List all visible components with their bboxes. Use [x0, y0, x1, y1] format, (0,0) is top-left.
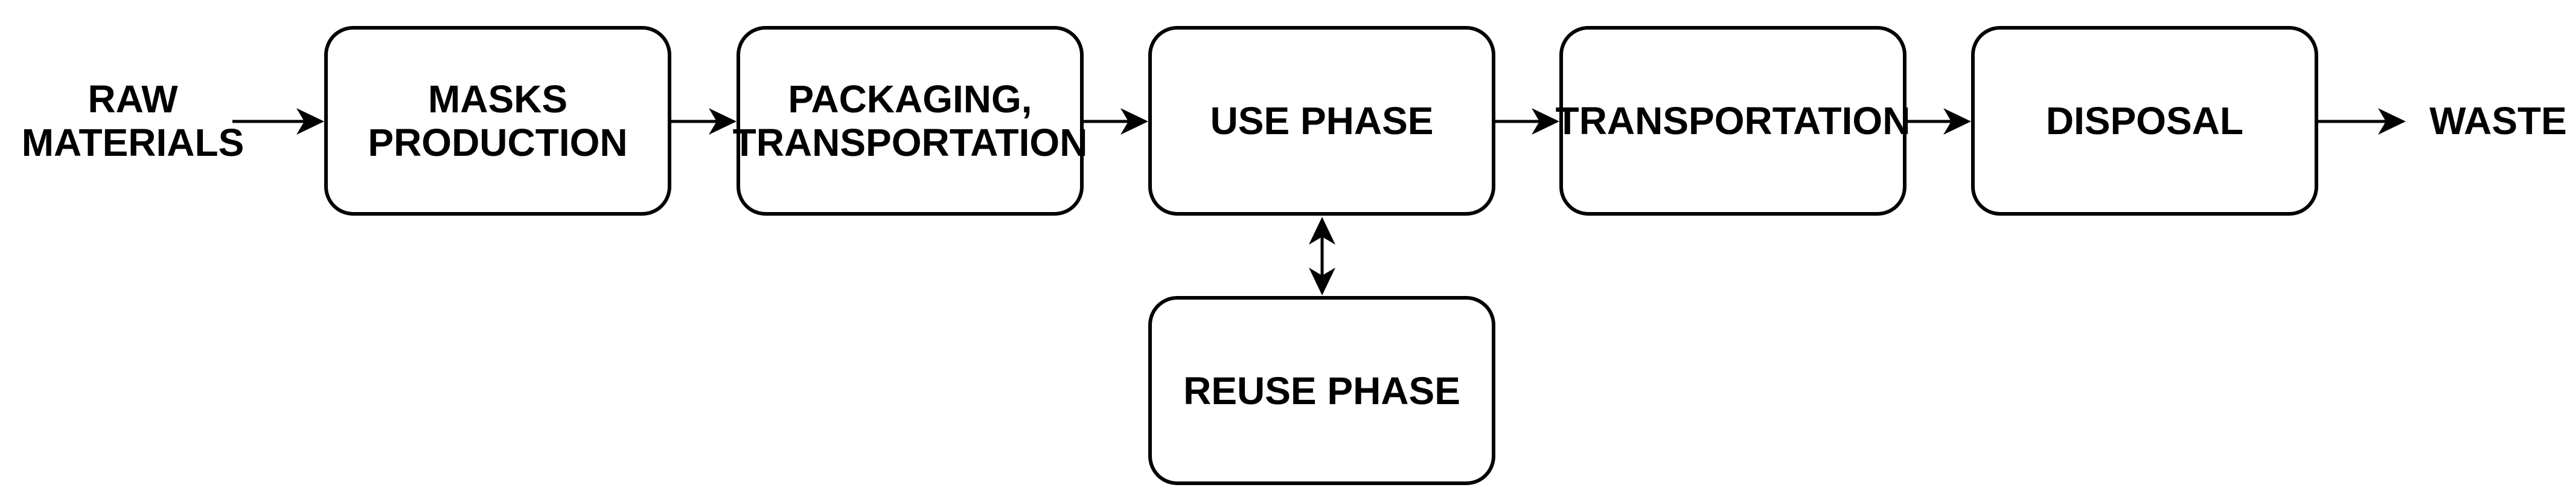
double-arrow-use-phase-reuse-phase	[1309, 217, 1335, 295]
arrow-packaging-to-use-phase	[1084, 108, 1148, 135]
node-packaging-transportation: PACKAGING, TRANSPORTATION	[733, 26, 1087, 216]
masks-production-label: MASKS PRODUCTION	[368, 77, 628, 164]
label-raw-materials: RAW MATERIALS	[6, 26, 260, 216]
node-use-phase: USE PHASE	[1148, 26, 1495, 216]
reuse-phase-label: REUSE PHASE	[1183, 368, 1460, 413]
waste-text: WASTE	[2429, 99, 2567, 143]
arrow-use-phase-to-transportation	[1495, 108, 1559, 135]
arrow-masks-production-to-packaging	[671, 108, 737, 135]
disposal-label: DISPOSAL	[2045, 99, 2244, 143]
arrow-disposal-to-waste	[2318, 108, 2406, 135]
node-masks-production: MASKS PRODUCTION	[324, 26, 671, 216]
transportation-label: TRANSPORTATION	[1555, 99, 1911, 143]
packaging-transportation-label: PACKAGING, TRANSPORTATION	[732, 77, 1088, 164]
node-transportation: TRANSPORTATION	[1556, 26, 1910, 216]
label-waste: WASTE	[2427, 26, 2569, 216]
node-reuse-phase: REUSE PHASE	[1148, 296, 1495, 485]
raw-materials-text: RAW MATERIALS	[21, 77, 244, 164]
node-disposal: DISPOSAL	[1971, 26, 2318, 216]
arrow-transportation-to-disposal	[1906, 108, 1971, 135]
use-phase-label: USE PHASE	[1210, 99, 1434, 143]
